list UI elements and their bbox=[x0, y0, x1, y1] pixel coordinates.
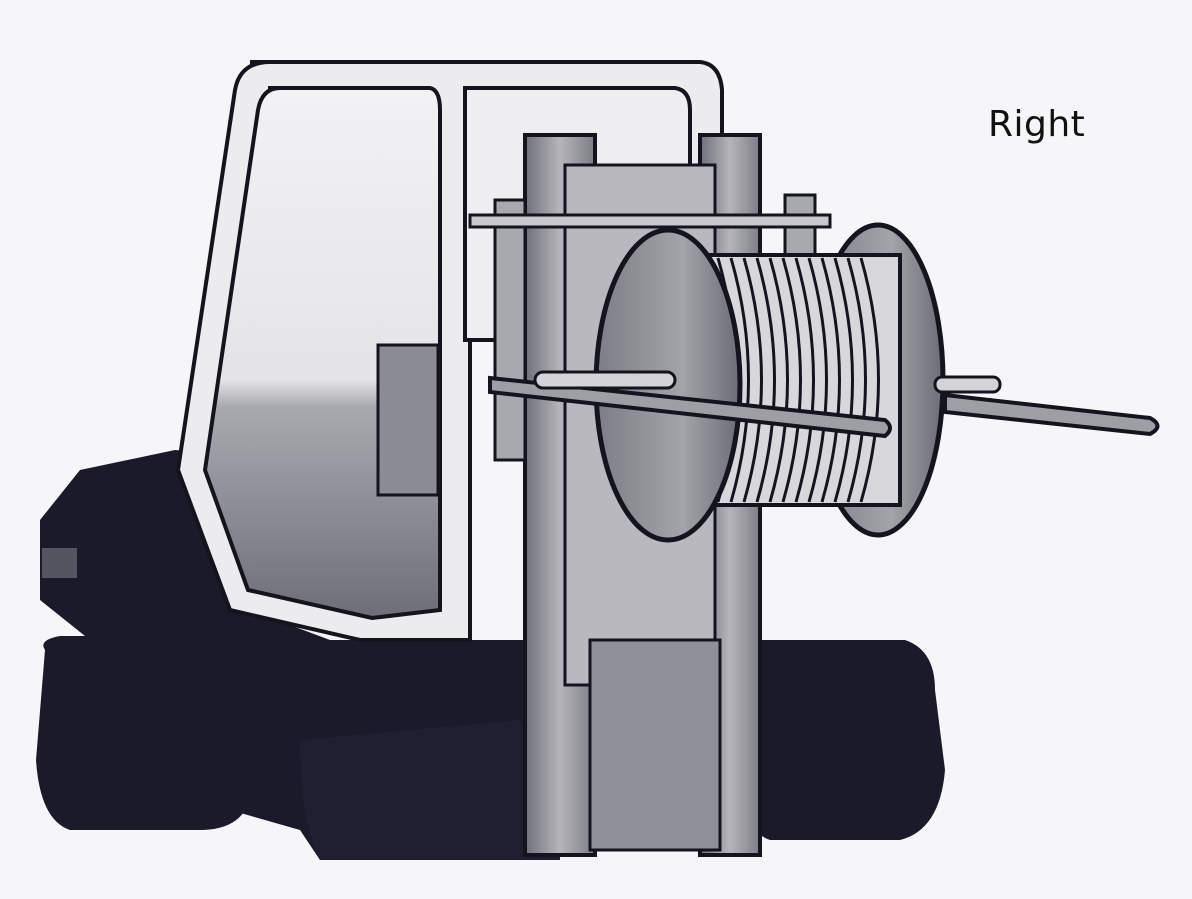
cable-reel bbox=[593, 222, 946, 543]
spindle-bar bbox=[533, 370, 677, 390]
carriage-bar bbox=[468, 213, 832, 229]
headlight bbox=[42, 548, 77, 578]
fork-left bbox=[488, 375, 892, 439]
front-wheel bbox=[300, 640, 945, 860]
fork-right bbox=[943, 392, 1160, 437]
orientation-label: Right bbox=[988, 104, 1086, 145]
forks bbox=[488, 370, 1160, 439]
